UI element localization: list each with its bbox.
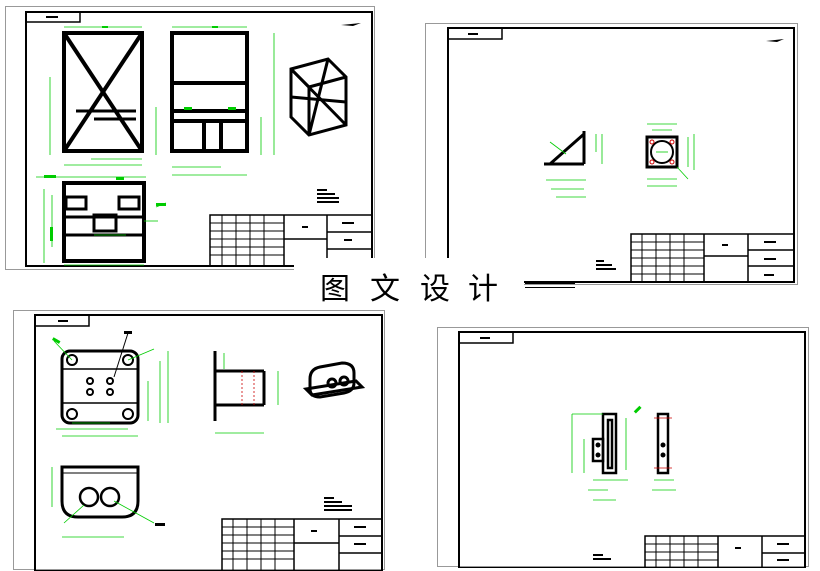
watermark-banner: 图 文 设 计 [294,258,524,307]
watermark-underline [525,283,575,288]
watermark-char-4: 计 [468,272,498,307]
watermark-char-3: 设 [420,272,450,307]
block-part-drawing [34,314,383,571]
drawing-sheet-1 [5,6,375,270]
drawing-sheet-3 [13,310,385,571]
slot-bar-drawing [458,331,806,568]
watermark-char-1: 图 [320,272,350,307]
frame-assembly-drawing [25,11,373,267]
watermark-char-2: 文 [370,272,400,307]
drawing-sheet-4 [437,327,809,568]
bracket-drawing [447,27,795,283]
drawing-sheet-2 [425,23,798,285]
